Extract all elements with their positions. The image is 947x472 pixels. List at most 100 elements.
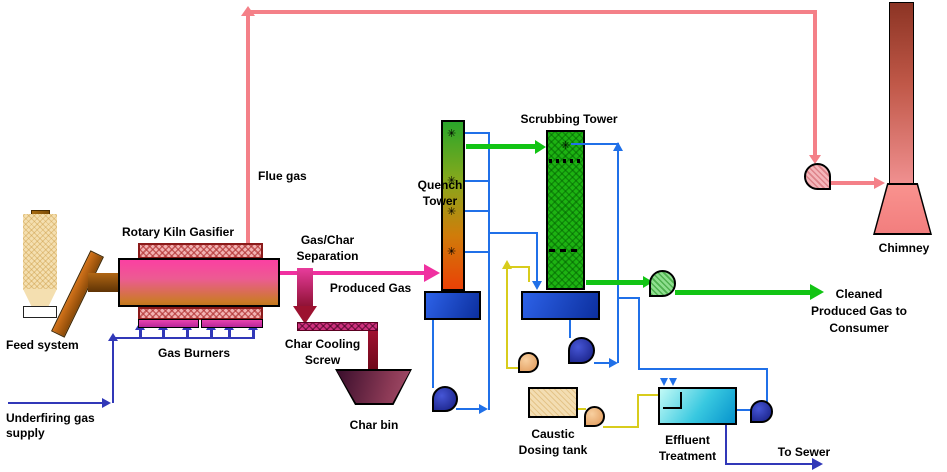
caustic-dosing-label: Caustic Dosing tank <box>518 427 588 457</box>
burner-manifold-right <box>201 319 263 328</box>
feed-conveyor <box>51 250 104 338</box>
scrubber-base-inlet-arrow <box>532 281 542 290</box>
burner-arrow-shaft <box>162 330 165 338</box>
quench-recirc-pump <box>432 386 458 412</box>
underfiring-label: Underfiring gas supply <box>6 411 95 440</box>
caustic-riser-line <box>506 268 508 369</box>
scrubber-drain-line <box>569 320 571 338</box>
gas-transfer-line <box>466 144 536 149</box>
effluent-pump-in-line <box>737 409 752 411</box>
burner-arrow-shaft <box>186 330 189 338</box>
char-down-arrow <box>293 306 317 324</box>
effluent-treatment-tank <box>658 387 737 425</box>
quench-nozzle-feed-2 <box>465 180 490 182</box>
scrubbing-tower-column <box>546 130 585 290</box>
burner-arrow-shaft <box>228 330 231 338</box>
flue-gas-top-line <box>246 10 817 14</box>
caustic-pump2-feed-line <box>577 408 586 410</box>
sewer-v-line <box>725 425 727 465</box>
caustic-dosing-pump-2 <box>584 406 605 427</box>
produced-gas-label: Produced Gas <box>329 281 412 295</box>
gas-out-line-2 <box>675 290 811 295</box>
effluent-inlet-arrow-2 <box>669 378 677 386</box>
quench-to-scrubber-v-line <box>536 232 538 281</box>
kiln-shaft <box>88 273 120 292</box>
scrubber-riser-line <box>617 150 619 363</box>
effluent-recirc-pump <box>750 400 773 423</box>
spray-nozzle-icon: ✳ <box>447 127 457 140</box>
effluent-inlet-arrow-1 <box>660 378 668 386</box>
kiln-body <box>118 258 280 307</box>
feed-gate-valve <box>23 306 57 318</box>
effluent-baffle-v <box>680 392 682 409</box>
gas-transfer-arrow <box>535 140 546 154</box>
produced-gas-arrow <box>424 264 440 282</box>
spray-nozzle-icon: ✳ <box>447 174 457 187</box>
caustic-top-v-line <box>528 266 530 282</box>
caustic-effluent-v-line <box>637 394 639 428</box>
gas-char-separation-label: Gas/Char Separation <box>296 233 359 263</box>
cleaned-gas-label: Cleaned Produced Gas to Consumer <box>810 287 908 335</box>
effluent-feed-h-line <box>638 368 768 370</box>
char-bin-label: Char bin <box>349 418 399 432</box>
kiln-top-band <box>138 243 263 259</box>
quench-tower-label: Quench Tower <box>417 178 463 208</box>
flue-gas-chimney-arrow <box>874 177 885 189</box>
quench-drain-line <box>432 320 434 388</box>
quench-nozzle-feed-3 <box>465 210 490 212</box>
cleaned-gas-arrow <box>810 284 824 300</box>
caustic-top-h-line <box>506 266 530 268</box>
quench-riser-line <box>488 132 490 410</box>
char-drop-pipe <box>368 331 378 372</box>
underfiring-v-line <box>112 341 114 403</box>
kiln-bottom-band <box>138 307 263 320</box>
blowdown-h-line <box>617 297 640 299</box>
scrubber-riser-up-arrow <box>613 142 623 151</box>
burner-manifold-left <box>138 319 199 328</box>
scrubber-recirc-pump <box>568 337 595 364</box>
flue-gas-down-line <box>813 10 817 160</box>
scrubber-level-dashes <box>549 249 582 252</box>
underfiring-right-arrow <box>102 398 111 408</box>
rotary-kiln-label: Rotary Kiln Gasifier <box>121 225 235 239</box>
gas-char-separator <box>297 268 313 308</box>
caustic-effluent-h-line <box>637 394 658 396</box>
scrubbing-tower-label: Scrubbing Tower <box>520 112 618 126</box>
sewer-h-line <box>725 463 813 465</box>
spray-nozzle-icon: ✳ <box>561 139 571 152</box>
burner-arrow-shaft <box>252 330 255 338</box>
scrubber-pump-out-line <box>594 362 611 364</box>
feed-system-label: Feed system <box>6 338 79 352</box>
char-cooling-screw-label: Char Cooling Screw <box>284 337 361 367</box>
quench-tower-column <box>441 120 465 291</box>
scrubber-pump-out-arrow <box>609 358 618 368</box>
caustic-up-arrow <box>502 260 512 269</box>
flue-gas-fan <box>804 163 831 190</box>
flue-gas-down-arrow <box>809 155 821 164</box>
spray-nozzle-icon: ✳ <box>447 245 457 258</box>
gas-fan-inlet-arrow <box>643 276 653 288</box>
quench-to-scrubber-h-line <box>488 232 537 234</box>
quench-tower-base <box>424 291 481 320</box>
gas-burners-label: Gas Burners <box>157 346 231 360</box>
feed-hopper-cone <box>23 289 57 307</box>
chimney-stack <box>889 2 914 185</box>
effluent-baffle-h <box>663 407 682 409</box>
burner-arrow-shaft <box>139 330 142 338</box>
caustic-dosing-pump-1 <box>518 352 539 373</box>
clean-gas-fan <box>649 270 676 297</box>
feed-hopper-body <box>23 214 57 290</box>
burner-arrow-shaft <box>210 330 213 338</box>
effluent-treatment-label: Effluent Treatment <box>658 433 717 463</box>
flue-gas-label: Flue gas <box>258 169 307 183</box>
quench-pump-out-line <box>456 408 480 410</box>
flue-gas-riser-line <box>246 12 250 244</box>
spray-nozzle-icon: ✳ <box>447 205 457 218</box>
caustic-dosing-tank <box>528 387 578 418</box>
quench-nozzle-feed-1 <box>465 132 490 134</box>
burner-header-line <box>112 337 255 339</box>
effluent-recirc-v-line <box>766 369 768 403</box>
sewer-arrow <box>812 458 823 470</box>
quench-nozzle-feed-4 <box>465 251 490 253</box>
